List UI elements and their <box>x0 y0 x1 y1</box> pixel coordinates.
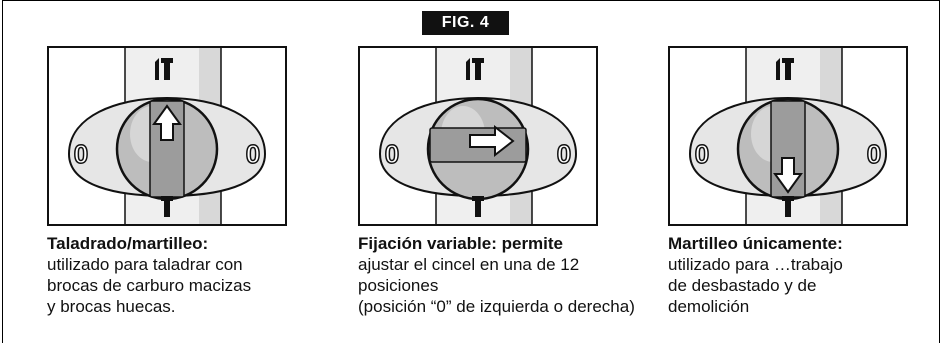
caption-line: brocas de carburo macizas <box>47 276 252 295</box>
hammer-icon <box>472 196 484 201</box>
caption-variable-lock: Fijación variable: permite ajustar el ci… <box>358 233 678 317</box>
hammer-icon <box>161 196 173 201</box>
arrow-up-icon <box>152 104 182 141</box>
drill-hammer-icon-head <box>782 58 794 63</box>
arrow-right-icon <box>469 124 515 158</box>
position-mark-zero: 0 <box>867 139 881 169</box>
hammer-icon <box>782 196 794 201</box>
drill-hammer-icon-head <box>161 58 173 63</box>
caption-line: (posición “0” de izquierda o derecha) <box>358 297 635 316</box>
position-mark-zero: 0 <box>74 139 88 169</box>
drill-hammer-icon-head <box>472 58 484 63</box>
caption-line: ajustar el cincel en una de 12 <box>358 255 580 274</box>
drill-hammer-icon-shaft <box>475 63 481 80</box>
hammer-icon-shaft <box>475 201 481 217</box>
caption-hammer-only: Martilleo únicamente: utilizado para …tr… <box>668 233 943 317</box>
caption-title: Martilleo únicamente: <box>668 234 843 253</box>
drill-hammer-icon <box>155 58 159 80</box>
caption-line: demolición <box>668 297 750 316</box>
position-mark-zero: 0 <box>246 139 260 169</box>
caption-line: utilizado para …trabajo <box>668 255 843 274</box>
caption-drill-hammer: Taladrado/martilleo: utilizado para tala… <box>47 233 367 317</box>
position-mark-zero: 0 <box>557 139 571 169</box>
caption-line: de desbastado y de <box>668 276 817 295</box>
drill-hammer-icon <box>466 58 470 80</box>
arrow-down-icon <box>773 157 803 194</box>
position-mark-zero: 0 <box>385 139 399 169</box>
position-mark-zero: 0 <box>695 139 709 169</box>
caption-title: Fijación variable: permite <box>358 234 564 253</box>
caption-title: Taladrado/martilleo: <box>47 234 209 253</box>
figure-label: FIG. 4 <box>422 11 509 35</box>
drill-hammer-icon-shaft <box>164 63 170 80</box>
caption-line: y brocas huecas. <box>47 297 176 316</box>
caption-line: posiciones <box>358 276 439 295</box>
drill-hammer-icon <box>776 58 780 80</box>
caption-line: utilizado para taladrar con <box>47 255 243 274</box>
hammer-icon-shaft <box>785 201 791 217</box>
hammer-icon-shaft <box>164 201 170 217</box>
drill-hammer-icon-shaft <box>785 63 791 80</box>
